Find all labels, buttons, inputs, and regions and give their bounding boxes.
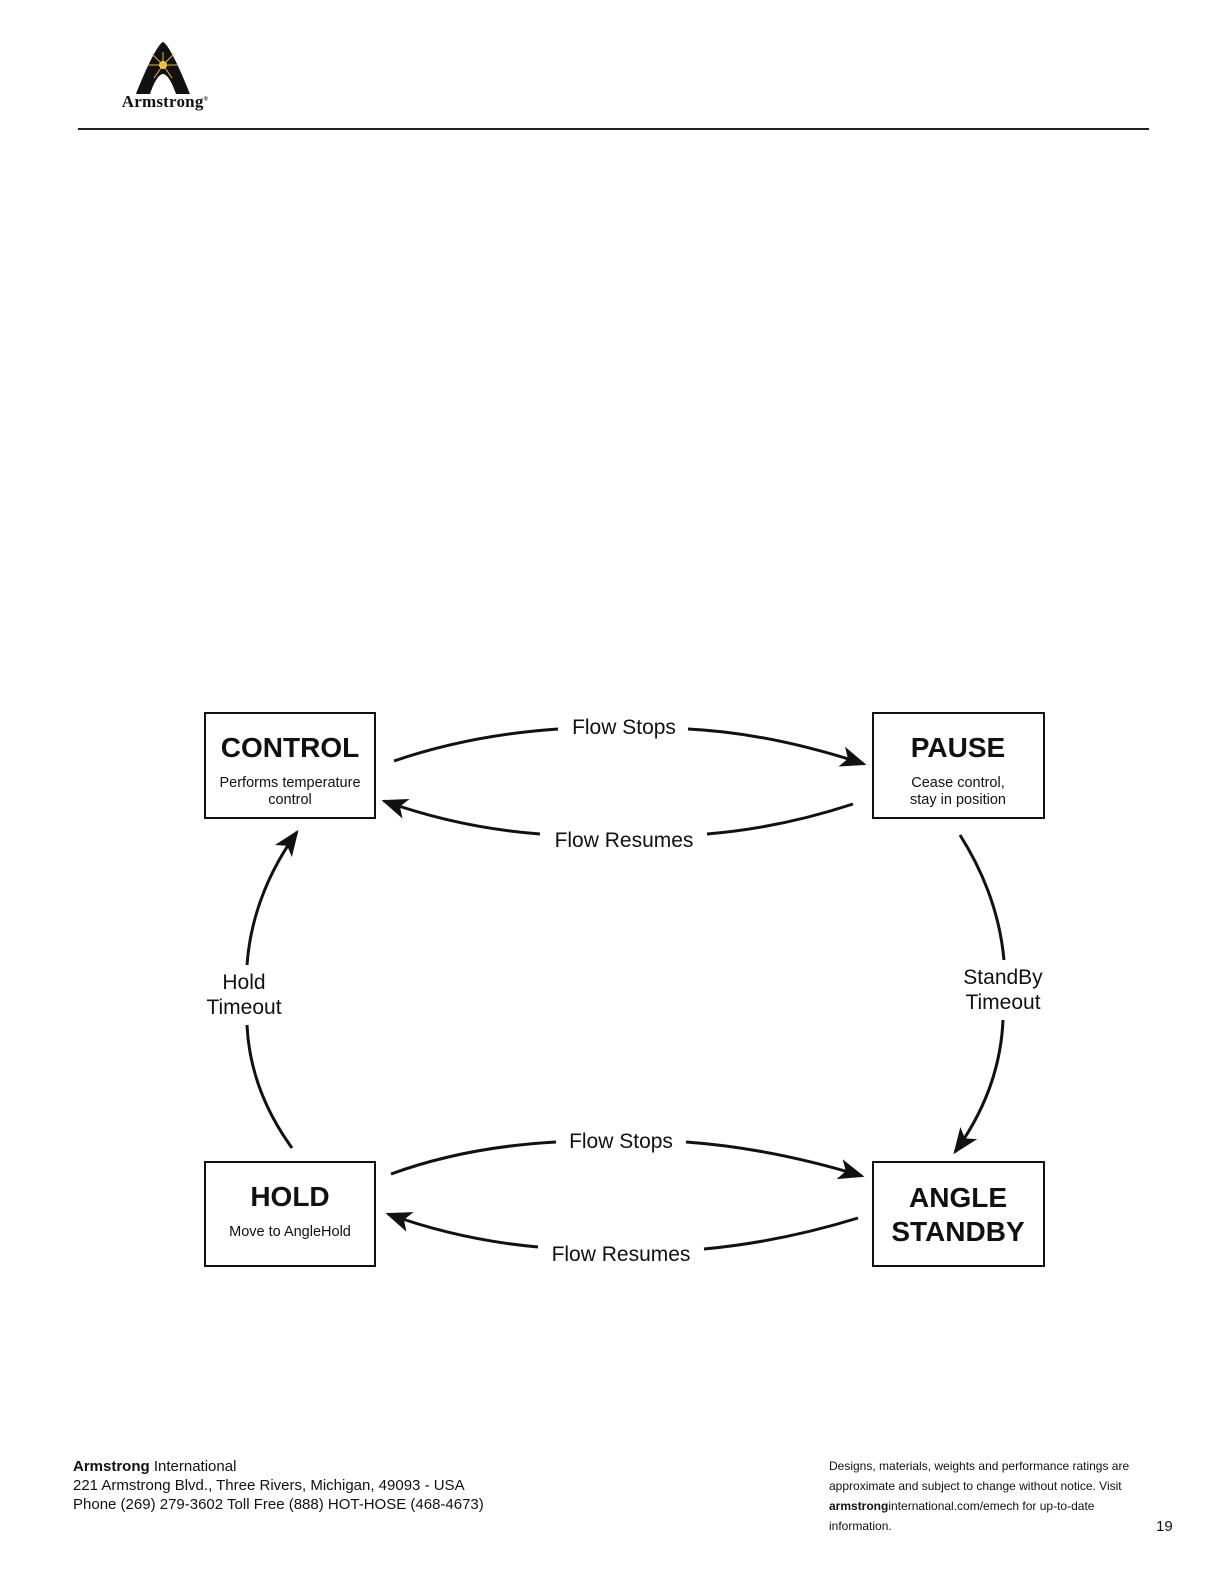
state-hold: HOLD Move to AngleHold — [204, 1161, 376, 1267]
transition-hold-to-control: Hold Timeout — [206, 829, 299, 1149]
state-angle-standby: ANGLE STANDBY — [872, 1161, 1045, 1267]
transition-angle-standby-to-hold-line-a — [703, 1216, 859, 1251]
footer-disclaimer-line1: Designs, materials, weights and performa… — [829, 1459, 1130, 1473]
transition-pause-to-angle-standby-line-a — [958, 834, 1006, 961]
transition-control-to-pause-arrow — [687, 727, 867, 767]
transition-hold-to-control-label-line1: Hold — [222, 971, 265, 994]
transition-control-to-pause: Flow Stops — [393, 716, 867, 767]
state-pause-title: PAUSE — [911, 732, 1005, 763]
state-hold-desc: Move to AngleHold — [229, 1224, 351, 1240]
transition-control-to-pause-line-a — [393, 727, 559, 763]
transition-hold-to-control-label-line2: Timeout — [206, 996, 281, 1019]
state-control-desc-line1: Performs temperature — [219, 775, 360, 791]
footer-disclaimer-line3: armstronginternational.com/emech for up-… — [829, 1499, 1095, 1533]
armstrong-logo: Armstrong® — [110, 38, 220, 118]
state-angle-standby-box — [872, 1161, 1045, 1267]
footer-disclaimer: Designs, materials, weights and performa… — [829, 1456, 1159, 1536]
state-hold-box — [204, 1161, 376, 1267]
page-number: 19 — [1156, 1518, 1173, 1535]
transition-pause-to-control: Flow Resumes — [381, 799, 854, 852]
footer-company: Armstrong International — [73, 1458, 237, 1475]
state-hold-title: HOLD — [250, 1181, 329, 1212]
transition-pause-to-control-label: Flow Resumes — [555, 829, 694, 852]
state-angle-standby-title-line2: STANDBY — [891, 1216, 1025, 1247]
transition-pause-to-angle-standby-label-line1: StandBy — [963, 966, 1043, 989]
transition-pause-to-control-line-a — [706, 802, 854, 836]
transition-control-to-pause-label: Flow Stops — [572, 716, 676, 739]
transition-hold-to-angle-standby-arrow — [685, 1140, 865, 1180]
state-control-title: CONTROL — [221, 732, 359, 763]
transition-angle-standby-to-hold-label: Flow Resumes — [552, 1243, 691, 1266]
state-pause: PAUSE Cease control, stay in position — [872, 712, 1045, 819]
state-control-desc-line2: control — [268, 792, 312, 808]
transition-pause-to-angle-standby: StandBy Timeout — [953, 834, 1043, 1155]
transition-hold-to-control-line-a — [245, 1024, 294, 1149]
transition-angle-standby-to-hold: Flow Resumes — [385, 1212, 859, 1266]
transition-pause-to-control-arrow — [381, 799, 541, 836]
armstrong-logo-icon — [136, 42, 190, 94]
footer-contact: Armstrong International 221 Armstrong Bl… — [73, 1457, 484, 1514]
state-pause-desc-line1: Cease control, — [911, 775, 1005, 791]
state-pause-desc-line2: stay in position — [910, 792, 1006, 808]
state-control: CONTROL Performs temperature control — [204, 712, 376, 819]
header-divider — [78, 128, 1149, 130]
transition-angle-standby-to-hold-arrow — [385, 1212, 539, 1249]
transition-hold-to-angle-standby: Flow Stops — [390, 1130, 865, 1180]
transition-hold-to-angle-standby-line-a — [390, 1140, 557, 1176]
transition-pause-to-angle-standby-label-line2: Timeout — [965, 991, 1040, 1014]
logo-wordmark: Armstrong® — [121, 92, 209, 111]
state-angle-standby-title-line1: ANGLE — [909, 1182, 1007, 1213]
state-pause-box — [872, 712, 1045, 819]
footer-address: 221 Armstrong Blvd., Three Rivers, Michi… — [73, 1477, 465, 1494]
transition-hold-to-control-arrow — [245, 829, 299, 966]
transition-hold-to-angle-standby-label: Flow Stops — [569, 1130, 673, 1153]
state-control-box — [204, 712, 376, 819]
footer-disclaimer-line2: approximate and subject to change withou… — [829, 1479, 1122, 1493]
footer-phone: Phone (269) 279-3602 Toll Free (888) HOT… — [73, 1496, 484, 1513]
transition-pause-to-angle-standby-arrow — [953, 1019, 1005, 1155]
